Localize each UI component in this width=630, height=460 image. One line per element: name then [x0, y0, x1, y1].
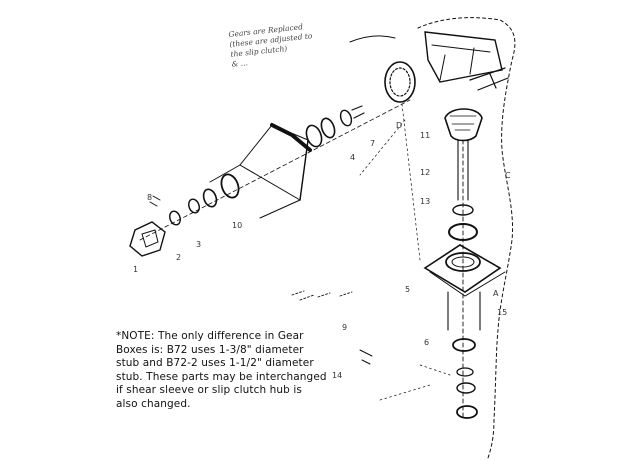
- callout-10: 10: [232, 221, 242, 230]
- vertical-shaft-upper: [457, 139, 469, 201]
- washer-lower: [456, 367, 474, 377]
- bevel-gear-top: [384, 61, 416, 103]
- callout-D: D: [396, 121, 402, 130]
- bearing-left: [169, 210, 181, 226]
- callout-A: A: [493, 289, 499, 298]
- o-ring-1: [305, 124, 323, 148]
- callout-5: 5: [405, 285, 410, 294]
- bearing-lower: [456, 382, 476, 394]
- callout-14: 14: [332, 371, 342, 380]
- callout-1: 1: [133, 265, 138, 274]
- input-shaft-centerline: [139, 99, 411, 241]
- fasteners-center: [291, 290, 353, 301]
- note-line: also changed.: [116, 397, 191, 410]
- callout-13: 13: [420, 197, 430, 206]
- bottom-ring: [456, 405, 478, 419]
- seal-ring-upper: [448, 223, 478, 241]
- top-spline-shaft: [469, 67, 509, 91]
- callout-6: 6: [424, 338, 429, 347]
- o-ring-left-mid: [202, 188, 218, 208]
- note-pointer-arrow: [349, 35, 396, 43]
- callout-15: 15: [497, 308, 507, 317]
- callout-8: 8: [147, 193, 152, 202]
- note-line: stub. These parts may be interchanged: [116, 370, 327, 383]
- housing-inner-frame: [431, 44, 491, 81]
- washer-upper: [452, 204, 474, 216]
- seal-ring-lower: [452, 338, 476, 352]
- o-ring-2: [320, 117, 336, 139]
- square-mounting-flange: [423, 244, 506, 297]
- callout-2: 2: [176, 253, 181, 262]
- note-line: if shear sleeve or slip clutch hub is: [116, 384, 302, 397]
- stub-hex-fitting: [129, 221, 166, 257]
- input-shaft-housing: [209, 123, 312, 219]
- bolt-small: [149, 195, 161, 207]
- callout-12: 12: [420, 168, 430, 177]
- spacer-small: [351, 105, 365, 119]
- o-ring-left-large: [220, 173, 240, 199]
- callout-3: 3: [196, 240, 201, 249]
- callout-4: 4: [350, 153, 355, 162]
- note-line: *NOTE: The only difference in Gear: [116, 330, 304, 342]
- gear-box-difference-note: *NOTE: The only difference in Gear Boxes…: [116, 330, 346, 412]
- callout-9: 9: [342, 323, 347, 332]
- note-line: stub and B72-2 uses 1-1/2" diameter: [116, 357, 314, 370]
- o-ring-left-small: [188, 198, 200, 214]
- gearbox-housing-top: [424, 31, 503, 83]
- callout-7: 7: [370, 139, 375, 148]
- lower-housing-tube: [447, 291, 481, 331]
- gearbox-housing-outline: [417, 17, 516, 459]
- leader-lines: [359, 103, 451, 401]
- callout-C: C: [505, 171, 511, 180]
- fastener-bolt: [359, 349, 373, 365]
- bevel-pinion-gear: [444, 108, 483, 142]
- callout-11: 11: [420, 131, 430, 140]
- note-line: Boxes is: B72 uses 1-3/8" diameter: [116, 343, 304, 356]
- bearing-3: [339, 109, 353, 127]
